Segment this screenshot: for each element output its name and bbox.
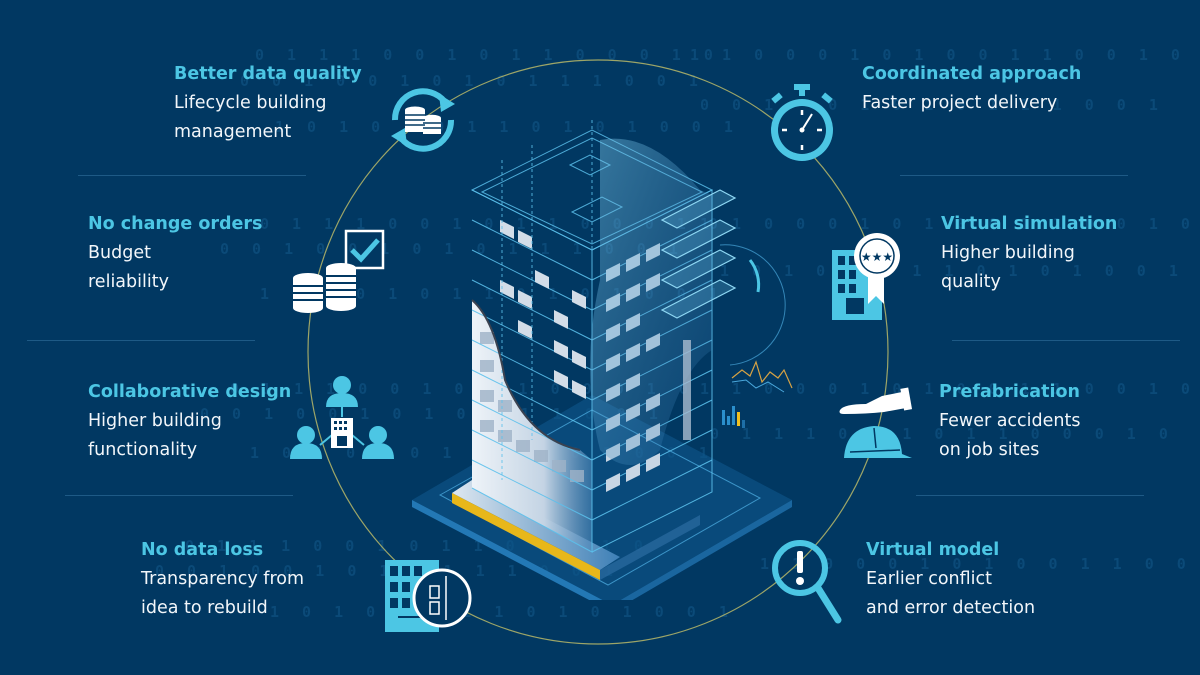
binary-texture: 0 0 1 0 0 1 0 1 0 1 1 1 0 0 1	[200, 405, 665, 423]
divider	[900, 175, 1128, 176]
benefit-title: Prefabrication	[939, 382, 1080, 402]
benefit-coordinated-approach: Coordinated approach Faster project deli…	[862, 63, 1081, 118]
building-quality-badge-icon: ★★★	[832, 233, 900, 320]
benefit-title: No change orders	[88, 214, 263, 234]
binary-texture: 1 1 0 0 0 1 0 1 0 0 1 1 0 0 1 0	[760, 555, 1200, 573]
binary-texture: 0 1 1 1 0 0 1 0 1 1 0 0 0 1 0	[710, 425, 1175, 443]
magnifier-alert-icon	[772, 540, 842, 624]
coins-refresh-icon	[391, 88, 455, 152]
binary-texture: 0 0 1 0 0 1 0 1 0 1 1 1 0 0 1	[155, 562, 613, 580]
benefit-title: Virtual simulation	[941, 214, 1118, 234]
binary-texture: 1 1 0 0 0 1 0 1 0 0 1 1 0 0 1 0	[690, 46, 1187, 64]
binary-texture: 1 0 1 0 1 0 1 1 0 1 0 1 0 0 1	[275, 118, 740, 136]
benefit-description: Faster project delivery	[862, 93, 1058, 113]
binary-texture: 1 1 0 0 0 1 0 1 0 0 1 1 0 0 1 0	[700, 380, 1197, 398]
hand-helmet-icon	[839, 387, 913, 458]
divider	[916, 495, 1144, 496]
divider	[65, 495, 293, 496]
binary-texture: 1 1 0 0 0 1 0 1 0 0 1 1 0 0 1 0	[700, 215, 1197, 233]
building-magnifier-icon	[385, 560, 472, 632]
binary-texture: 1 0 1 0 1 0 1 1 0 1 0 1 0 0 1	[270, 603, 735, 621]
coins-checkbox-icon	[293, 229, 385, 313]
divider	[952, 340, 1180, 341]
binary-texture: 0 0 1 0 0 1 0 1 0 1 1 1 0 0 1	[240, 72, 705, 90]
team-building-icon	[290, 376, 394, 459]
divider	[78, 175, 306, 176]
benefit-title: Virtual model	[866, 540, 1000, 560]
benefit-title: Coordinated approach	[862, 64, 1082, 84]
benefit-title: Collaborative design	[88, 382, 292, 402]
svg-text:★★★: ★★★	[861, 250, 893, 264]
divider	[27, 340, 255, 341]
benefit-title: No data loss	[141, 540, 264, 560]
isometric-bim-building	[412, 120, 793, 600]
binary-texture: 0 0 1 0 0 1 0 1 0 1 1 1 0 0 1	[220, 240, 685, 258]
benefit-title: Better data quality	[174, 64, 362, 84]
stopwatch-icon	[771, 84, 833, 161]
